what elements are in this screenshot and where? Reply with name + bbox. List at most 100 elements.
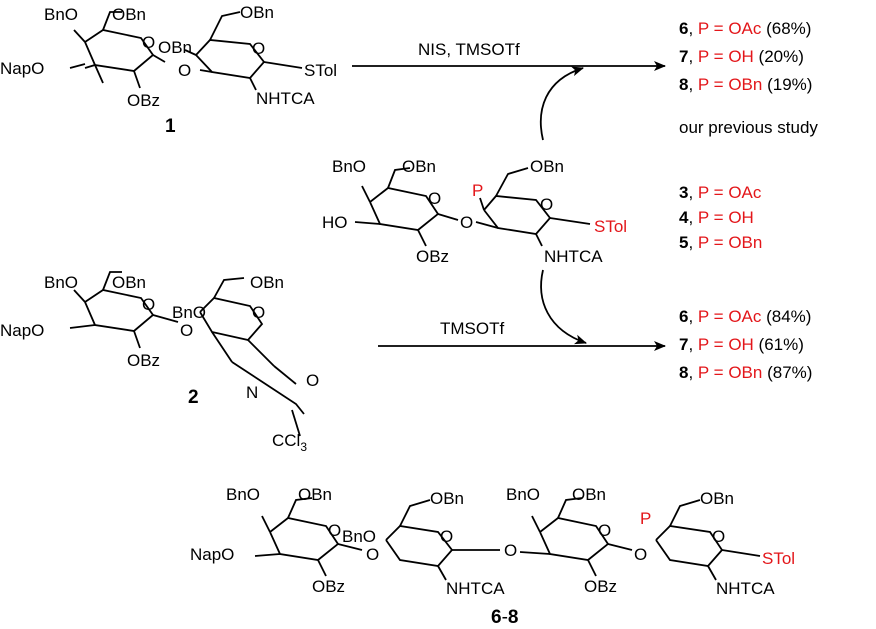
c1-nhtca: NHTCA [256,89,315,108]
c1-obn-2: OBn [158,38,192,57]
acc-p: P [472,181,483,200]
c2-obn-1: OBn [112,273,146,292]
acc-nhtca: NHTCA [544,247,603,266]
acc-obn-2: OBn [530,157,564,176]
c2-bno: BnO [44,273,78,292]
top-product-yield: (68%) [761,19,811,38]
acceptor-variant-p: P = OBn [698,233,762,252]
tet-obn-3: OBn [572,485,606,504]
tet-ring-o-2: O [440,527,453,546]
c1-link-o: O [178,61,191,80]
c1-obn-3: OBn [240,3,274,22]
acceptor-variant-eq: , [688,183,697,202]
top-product-p: P = OAc [698,19,762,38]
tet-obn-4: OBn [700,489,734,508]
tet-ring-o-1: O [328,521,341,540]
acceptor-variant-2: 5, P = OBn [679,233,762,252]
acceptor-variant-p: P = OAc [698,183,762,202]
tet-ring-o-4: O [712,527,725,546]
tetrasaccharide-labels: BnO OBn NapO O OBz BnO O OBn O NHTCA O B… [190,485,795,628]
c1-obn-1: OBn [112,5,146,24]
acc-bno: BnO [332,157,366,176]
compound-1-labels: BnO OBn NapO OBz O OBn O OBn O STol NHTC… [0,3,337,137]
tet-nhtca-2: NHTCA [716,579,775,598]
c2-ccl3: CCl3 [272,431,307,454]
tet-obn-1: OBn [298,485,332,504]
tetrasaccharide-structure [254,497,761,581]
tet-link-o-2: O [504,541,517,560]
tet-bno-1: BnO [226,485,260,504]
top-product-num: 6 [679,19,688,38]
acceptor-variant-num: 5 [679,233,688,252]
top-product-yield: (19%) [762,75,812,94]
acceptor-variant-1: 4, P = OH [679,208,754,227]
acceptor-labels: BnO OBn HO O OBz O P OBn O STol NHTCA [322,157,627,266]
tet-nhtca-1: NHTCA [446,579,505,598]
bottom-product-yield: (87%) [762,363,812,382]
acceptor-variants: 3, P = OAc 4, P = OH 5, P = OBn [679,183,762,252]
tet-bno-2: BnO [342,527,376,546]
top-product-num: 7 [679,47,688,66]
acc-obz: OBz [416,247,449,266]
top-reagents: NIS, TMSOTf [418,40,520,59]
top-curved-arrow [539,66,584,141]
c1-napo: NapO [0,59,44,78]
bottom-curved-arrow [540,269,587,345]
bottom-product-p: P = OH [698,335,754,354]
bottom-product-eq: , [688,363,697,382]
acc-ho: HO [322,213,348,232]
top-product-0: 6, P = OAc (68%) [679,19,811,38]
acc-ring-o-2: O [540,195,553,214]
compound-2-labels: BnO OBn NapO O OBz O BnO OBn O N O CCl3 … [0,273,319,454]
bottom-reagents: TMSOTf [440,319,504,338]
acc-link-o: O [460,213,473,232]
top-product-yield: (20%) [754,47,804,66]
bottom-product-p: P = OAc [698,307,762,326]
tet-obz-2: OBz [584,577,617,596]
top-product-p: P = OBn [698,75,762,94]
c2-obz: OBz [127,351,160,370]
bottom-product-eq: , [688,335,697,354]
compound-2-structure [69,271,305,437]
top-product-p: P = OH [698,47,754,66]
tet-ring-o-3: O [598,521,611,540]
bottom-product-yield: (61%) [754,335,804,354]
bottom-product-yield: (84%) [761,307,811,326]
tet-link-o-3: O [634,545,647,564]
acc-ring-o-1: O [428,189,441,208]
bottom-product-1: 7, P = OH (61%) [679,335,804,354]
c2-oxazoline-o: O [306,371,319,390]
c1-number: 1 [165,116,176,137]
bottom-products: 6, P = OAc (84%) 7, P = OH (61%) 8, P = OB… [679,307,812,382]
c1-stol: STol [304,61,337,80]
tet-stol: STol [762,549,795,568]
top-product-eq: , [688,47,697,66]
bottom-product-2: 8, P = OBn (87%) [679,363,812,382]
c1-ring-o-1: O [142,33,155,52]
acc-obn-1: OBn [402,157,436,176]
tet-napo: NapO [190,545,234,564]
bottom-product-num: 7 [679,335,688,354]
top-product-num: 8 [679,75,688,94]
top-product-eq: , [688,19,697,38]
top-product-2: 8, P = OBn (19%) [679,75,812,94]
bottom-product-num: 6 [679,307,688,326]
bottom-product-0: 6, P = OAc (84%) [679,307,811,326]
c2-link-o: O [180,321,193,340]
top-products: 6, P = OAc (68%) 7, P = OH (20%) 8, P = OB… [679,19,812,94]
acceptor-variant-num: 4 [679,208,689,227]
acceptor-variant-p: P = OH [698,208,754,227]
tet-compound-label: 6-8 [491,607,518,628]
top-product-1: 7, P = OH (20%) [679,47,804,66]
c2-ring-o-1: O [142,295,155,314]
acc-stol: STol [594,217,627,236]
tet-p: P [640,509,651,528]
c2-bno-2: BnO [172,303,206,322]
acceptor-structure [354,167,591,247]
acceptor-variant-num: 3 [679,183,688,202]
acceptor-variant-eq: , [688,208,697,227]
tet-obn-2: OBn [430,489,464,508]
c2-ring-o-2: O [252,303,265,322]
acceptor-variant-eq: , [688,233,697,252]
